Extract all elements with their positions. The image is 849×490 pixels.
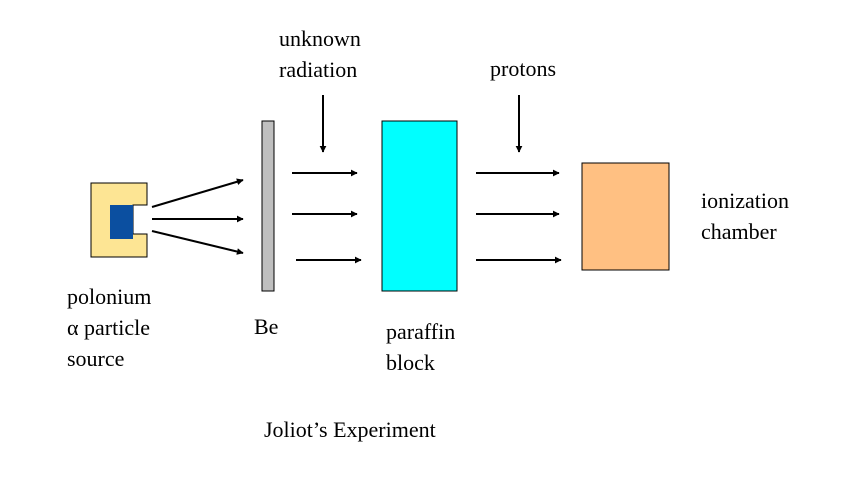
ionization-chamber [581,162,670,271]
unknown-radiation-label: unknown radiation [279,23,361,85]
source-label-line-2: α particle [67,315,150,340]
paraffin-label: paraffin block [386,316,455,378]
ionization-chamber-label: ionization chamber [701,185,789,247]
unknown-radiation-line-1: unknown [279,26,361,51]
alpha-particle-arrows [151,178,244,255]
chamber-label-line-1: ionization [701,188,789,213]
source-label: polonium α particle source [67,281,151,374]
unknown-radiation-arrows [292,95,362,264]
beryllium-label: Be [254,314,279,339]
source-label-line-3: source [67,346,125,371]
alpha-arrow-upper [151,178,244,208]
chamber-label-line-2: chamber [701,219,777,244]
protons-label: protons [490,56,556,81]
source-core [110,205,133,239]
unknown-radiation-line-2: radiation [279,57,358,82]
diagram-title: Joliot’s Experiment [264,417,436,442]
proton-arrows [476,95,562,264]
paraffin-label-line-2: block [386,350,435,375]
source-label-line-1: polonium [67,284,152,309]
alpha-arrow-lower [151,230,244,255]
paraffin-block [381,120,458,292]
paraffin-label-line-1: paraffin [386,319,456,344]
beryllium-plate [261,120,275,292]
